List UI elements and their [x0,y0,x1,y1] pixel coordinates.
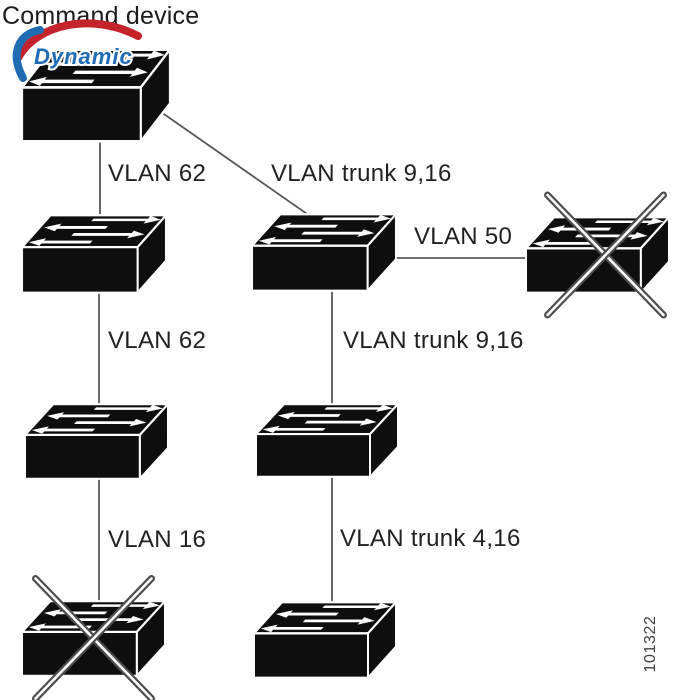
switch-icon [21,48,171,143]
switch-icon [24,403,169,480]
switch-front-face [255,433,371,478]
right-arrow-icon [322,602,391,611]
right-arrow-icon [304,418,377,426]
switch-member-right-1 [250,212,398,293]
switch-icon [525,216,670,294]
right-arrow-icon [302,617,375,625]
switch-icon [21,214,167,294]
right-arrow-icon [321,214,391,223]
left-arrow-icon [277,411,341,420]
link-label-vlan-trunk916-top: VLAN trunk 9,16 [271,160,452,187]
link-label-vlan-trunk416: VLAN trunk 4,16 [340,525,521,552]
switch-member-right-2 [254,402,400,479]
switch-front-face [21,246,139,294]
left-arrow-icon [31,426,96,434]
right-arrow-icon [324,404,393,412]
link-label-vlan62-top: VLAN 62 [108,160,207,187]
switch-arrows [260,602,391,633]
left-arrow-icon [44,59,111,69]
right-arrow-icon [93,404,163,413]
right-arrow-icon [74,418,147,427]
right-arrow-icon [301,229,375,237]
left-arrow-icon [274,222,338,230]
switch-icon [255,403,399,478]
switch-arrows [262,404,393,433]
switch-member-left-2 [23,402,170,481]
switch-member-right-3 [252,600,398,680]
logo-text: Dynamic [34,44,133,69]
switch-arrows [29,50,165,86]
right-arrow-icon [72,67,148,77]
left-arrow-icon [275,610,339,618]
switch-front-face [525,247,642,294]
left-arrow-icon [260,624,324,633]
switch-front-face [24,433,141,480]
switch-arrows [258,214,391,245]
switch-candidate-left [20,599,167,678]
left-arrow-icon [28,238,93,246]
left-arrow-icon [258,236,323,245]
link-label-vlan62-mid: VLAN 62 [108,327,207,354]
switch-front-face [21,630,138,677]
link-label-vlan50: VLAN 50 [414,223,513,250]
switch-icon [251,213,397,292]
switch-front-face [21,86,142,143]
switch-candidate-right [524,215,671,295]
right-arrow-icon [91,215,161,224]
switch-member-left-1 [20,213,168,295]
left-arrow-icon [44,223,108,232]
switch-icon [21,600,166,677]
left-arrow-icon [29,76,95,86]
dynamic-logo: Dynamic [8,18,158,84]
switch-arrows [28,215,161,246]
switch-command-device [20,47,172,144]
logo-blue-arc-icon [12,26,44,82]
logo-red-arc-icon [14,19,142,62]
link-label-vlan-trunk916-mid: VLAN trunk 9,16 [343,327,524,354]
right-arrow-icon [71,230,145,239]
left-arrow-icon [262,425,326,433]
switch-arrows [31,404,163,434]
switch-front-face [251,244,369,292]
link-label-vlan16: VLAN 16 [108,526,207,553]
right-arrow-icon [93,50,165,60]
figure-number: 101322 [642,615,659,673]
left-arrow-icon [47,412,111,420]
switch-icon [253,601,397,679]
switch-front-face [253,632,369,679]
